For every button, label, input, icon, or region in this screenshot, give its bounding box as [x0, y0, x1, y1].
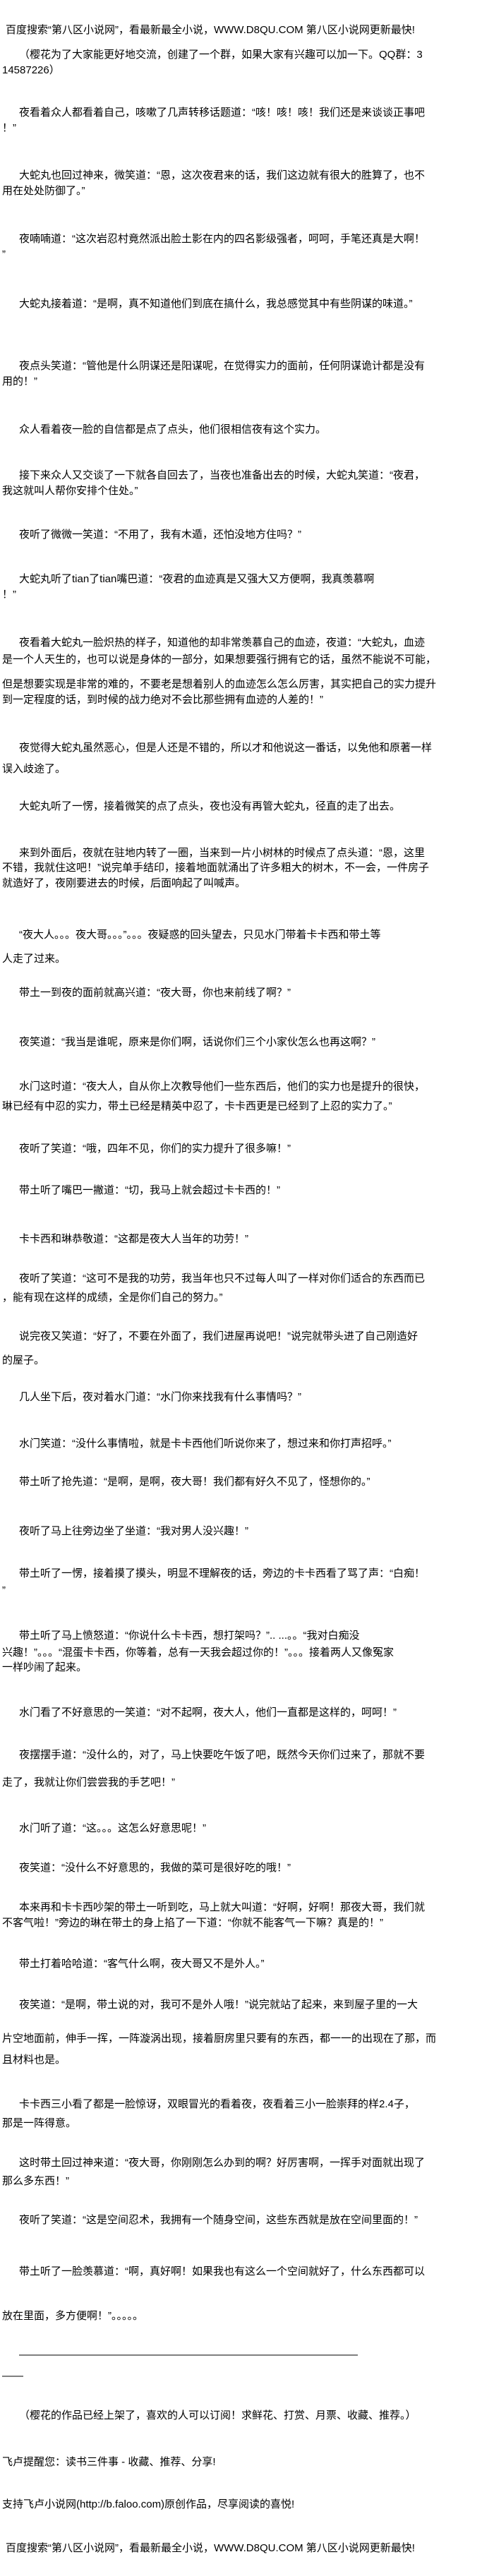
text-line: 用的！” — [2, 375, 37, 387]
text-line: 大蛇丸接着道：“是啊，真不知道他们到底在搞什么，我总感觉其中有些阴谋的味道。” — [19, 298, 413, 310]
text-line: 那是一阵得意。 — [2, 2117, 77, 2129]
text-line: 夜听了微微一笑道：“不用了，我有木遁，还怕没地方住吗？” — [19, 529, 301, 541]
footer-reminder: 飞卢提醒您：读书三件事 - 收藏、推荐、分享! — [2, 2456, 216, 2468]
text-line: —— — [2, 2370, 23, 2382]
text-line: 不客气啦！”旁边的琳在带土的身上掐了一下道：“你就不能客气一下嘛？真是的！” — [2, 1917, 383, 1929]
text-line: 人走了过来。 — [2, 953, 66, 965]
text-line: 水门看了不好意思的一笑道：“对不起啊，夜大人，他们一直都是这样的，呵呵！” — [19, 1707, 397, 1719]
text-line: 几人坐下后，夜对着水门道：“水门你来找我有什么事情吗？” — [19, 1391, 301, 1403]
text-line: 带土听了抢先道：“是啊，是啊，夜大哥！我们都有好久不见了，怪想你的。” — [19, 1476, 370, 1488]
text-line: 带土一到夜的面前就高兴道：“夜大哥，你也来前线了啊？” — [19, 987, 291, 999]
text-line: 的屋子。 — [2, 1354, 45, 1366]
text-line: 带土听了一愣，接着摸了摸头，明显不理解夜的话，旁边的卡卡西看了骂了声：“白痴！ — [19, 1567, 425, 1579]
text-line: 夜听了马上往旁边坐了坐道：“我对男人没兴趣！” — [19, 1525, 248, 1537]
text-line: 误入歧途了。 — [2, 763, 66, 775]
footer-support: 支持飞卢小说网(http://b.faloo.com)原创作品，尽享阅读的喜悦! — [2, 2498, 295, 2510]
text-line: ，能有现在这样的成绩，全是你们自己的努力。” — [2, 1292, 223, 1304]
text-line: 夜摆摆手道：“没什么的，对了，马上快要吃午饭了吧，既然今天你们过来了，那就不要 — [19, 1749, 425, 1761]
text-line: 夜看着大蛇丸一脸炽热的样子，知道他的却非常羡慕自己的血迹，夜道：“大蛇丸，血迹 — [19, 637, 425, 649]
text-line: 放在里面，多方便啊！”。。。。。 — [2, 2310, 143, 2322]
text-line: 琳已经有中忍的实力，带土已经是精英中忍了，卡卡西更是已经到了上忍的实力了。” — [2, 1100, 392, 1112]
text-line: ！” — [2, 589, 16, 601]
text-line: 水门笑道：“没什么事情啦，就是卡卡西他们听说你来了，想过来和你打声招呼。” — [19, 1438, 392, 1450]
text-line: 夜笑道：“我当是谁呢，原来是你们啊，话说你们三个小家伙怎么也再这啊？” — [19, 1036, 375, 1048]
text-line: 但是想要实现是非常的难的，不要老是想着别人的血迹怎么怎么厉害，其实把自己的实力提… — [2, 678, 437, 690]
text-line: ” — [2, 1584, 6, 1596]
text-line: 大蛇丸也回过神来，微笑道：“恩，这次夜君来的话，我们这边就有很大的胜算了，也不 — [19, 169, 425, 181]
text-line: 走了，我就让你们尝尝我的手艺吧！” — [2, 1776, 175, 1788]
text-line: 用在处处防御了。” — [2, 185, 85, 197]
text-line: 带土打着哈哈道：“客气什么啊，夜大哥又不是外人。” — [19, 1958, 265, 1970]
text-line: 水门听了道：“这。。。这怎么好意思呢！” — [19, 1822, 206, 1834]
text-line: 夜点头笑道：“管他是什么阴谋还是阳谋呢，在觉得实力的面前，任何阴谋诡计都是没有 — [19, 360, 425, 372]
text-line: 夜笑道：“是啊，带土说的对，我可不是外人哦！”说完就站了起来，来到屋子里的一大 — [19, 1999, 418, 2011]
text-line: 夜听了笑道：“这可不是我的功劳，我当年也只不过每人叫了一样对你们适合的东西而已 — [19, 1272, 425, 1284]
text-line: ———————————————————————————————— — [19, 2349, 358, 2361]
text-line: 我这就叫人帮你安排个住处。” — [2, 485, 138, 497]
text-line: 14587226） — [2, 64, 60, 76]
text-line: 带土听了马上愤怒道：“你说什么卡卡西，想打架吗？”.. ...。。“我对白痴没 — [19, 1630, 360, 1642]
text-line: ” — [2, 248, 6, 260]
text-line: 大蛇丸听了tian了tian嘴巴道：“夜君的血迹真是又强大又方便啊，我真羡慕啊 — [19, 573, 375, 585]
header-notice: 百度搜索“第八区小说网”，看最新最全小说，WWW.D8QU.COM 第八区小说网… — [6, 24, 415, 36]
text-line: ！” — [2, 122, 16, 134]
text-line: 大蛇丸听了一愣，接着微笑的点了点头，夜也没有再管大蛇丸，径直的走了出去。 — [19, 800, 401, 812]
text-line: 是一个人天生的，也可以说是身体的一部分，如果想要强行拥有它的话，虽然不能说不可能… — [2, 654, 437, 666]
footer-notice: 百度搜索“第八区小说网”，看最新最全小说，WWW.D8QU.COM 第八区小说网… — [6, 2542, 415, 2554]
text-line: 就造好了，夜刚要进去的时候，后面响起了叫喊声。 — [2, 877, 246, 889]
text-line: （樱花为了大家能更好地交流，创建了一个群，如果大家有兴趣可以加一下。QQ群：3 — [19, 49, 423, 61]
text-line: 夜听了笑道：“哦，四年不见，你们的实力提升了很多嘛！” — [19, 1143, 291, 1155]
text-line: 夜笑道：“没什么不好意思的，我做的菜可是很好吃的哦！” — [19, 1862, 291, 1874]
text-line: 兴趣！”。。。“混蛋卡卡西，你等着，总有一天我会超过你的！”。。。接着两人又像冤… — [2, 1647, 394, 1659]
text-line: 说完夜又笑道：“好了，不要在外面了，我们进屋再说吧！”说完就带头进了自己刚造好 — [19, 1330, 418, 1342]
text-line: 一样吵闹了起来。 — [2, 1661, 88, 1673]
text-line: （樱花的作品已经上架了，喜欢的人可以订阅！求鲜花、打赏、月票、收藏、推荐。） — [19, 2409, 416, 2421]
text-line: 水门这时道：“夜大人，自从你上次教导他们一些东西后，他们的实力也是提升的很快， — [19, 1081, 425, 1093]
text-line: 本来再和卡卡西吵架的带土一听到吃，马上就大叫道：“好啊，好啊！那夜大哥，我们就 — [19, 1901, 425, 1913]
text-line: 带土听了一脸羡慕道：“啊，真好啊！如果我也有这么一个空间就好了，什么东西都可以 — [19, 2265, 425, 2277]
text-line: 夜听了笑道：“这是空间忍术，我拥有一个随身空间，这些东西就是放在空间里面的！” — [19, 2214, 418, 2226]
text-line: 接下来众人又交谈了一下就各自回去了，当夜也准备出去的时候，大蛇丸笑道：“夜君， — [19, 469, 425, 481]
text-line: 到一定程度的话，到时候的战力绝对不会比那些拥有血迹的人差的！” — [2, 694, 323, 706]
text-line: 夜喃喃道：“这次岩忍村竟然派出脸土影在内的四名影级强者，呵呵，手笔还真是大啊！ — [19, 233, 425, 245]
text-line: 那么多东西！” — [2, 2175, 69, 2187]
text-line: 带土听了嘴巴一撇道：“切，我马上就会超过卡卡西的！” — [19, 1184, 280, 1196]
text-line: 众人看着夜一脸的自信都是点了点头，他们很相信夜有这个实力。 — [19, 423, 327, 435]
text-line: 夜觉得大蛇丸虽然恶心，但是人还是不错的，所以才和他说这一番话，以免他和原著一样 — [19, 742, 433, 754]
text-line: “夜大人。。。夜大哥。。。”。。。夜疑惑的回头望去，只见水门带着卡卡西和带土等 — [19, 929, 381, 941]
text-line: 不错，我就住这吧！”说完单手结印，接着地面就涌出了许多粗大的树木，不一会，一件房… — [2, 862, 429, 874]
text-line: 卡卡西和琳恭敬道：“这都是夜大人当年的功劳！” — [19, 1233, 248, 1245]
text-line: 这时带土回过神来道：“夜大哥，你刚刚怎么办到的啊？好厉害啊，一挥手对面就出现了 — [19, 2157, 425, 2169]
text-line: 且材料也是。 — [2, 2054, 66, 2066]
text-line: 片空地面前，伸手一挥，一阵漩涡出现，接着厨房里只要有的东西，都一一的出现在了那，… — [2, 2033, 437, 2045]
text-line: 卡卡西三小看了都是一脸惊讶，双眼冒光的看着夜，夜看着三小一脸崇拜的样2.4子， — [19, 2098, 415, 2110]
text-line: 夜看着众人都看着自己，咳嗽了几声转移话题道：“咳！咳！咳！我们还是来谈谈正事吧 — [19, 107, 425, 119]
text-line: 来到外面后，夜就在驻地内转了一圈，当来到一片小树林的时候点了点头道：“恩，这里 — [19, 847, 425, 859]
